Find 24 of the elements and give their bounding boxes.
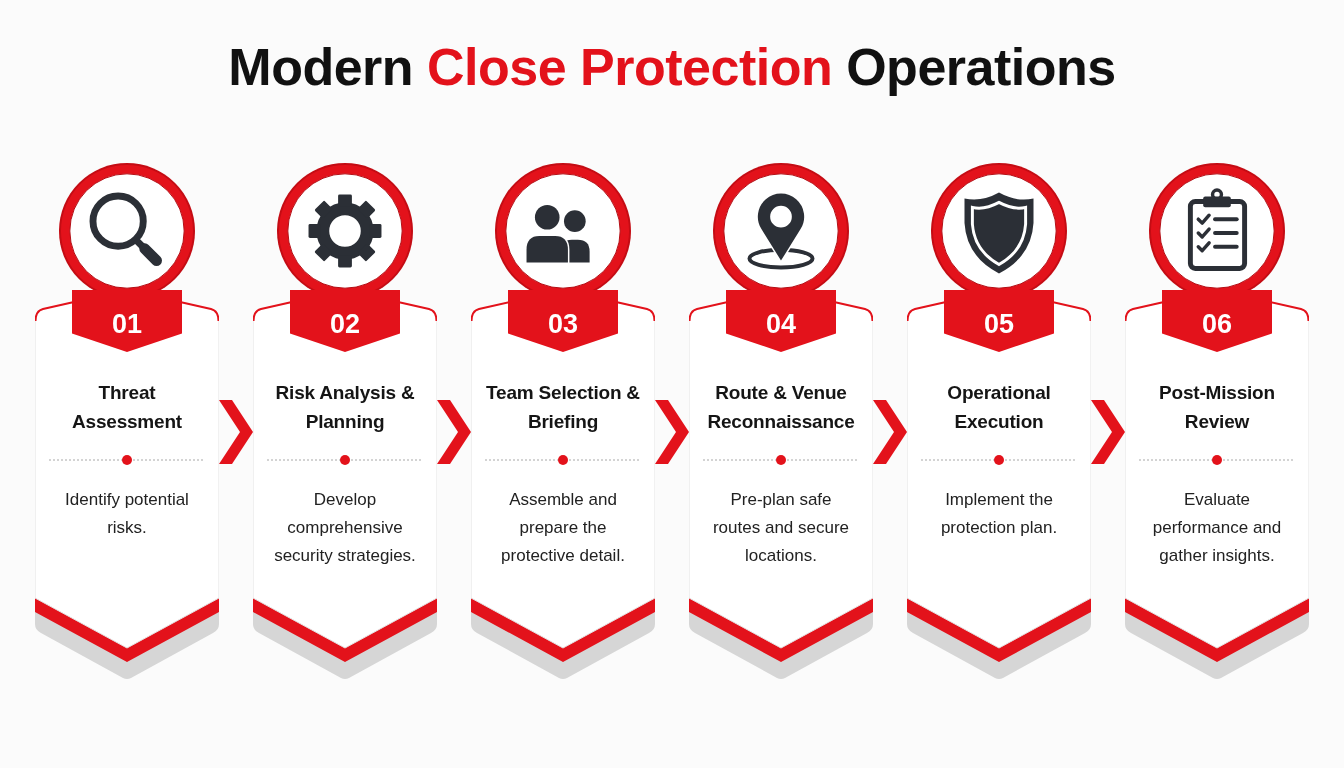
chevron-arrow — [655, 400, 689, 464]
step-title: Post-Mission Review — [1158, 381, 1276, 434]
step-card — [689, 290, 873, 680]
step-description: Develop comprehensive security strategies. — [273, 489, 417, 567]
chevron-arrow — [219, 400, 253, 464]
step-title: Team Selection & Briefing — [485, 381, 641, 434]
step-card — [35, 290, 219, 680]
step-description: Evaluate performance and gather insights. — [1151, 489, 1283, 567]
step-description: Identify potential risks. — [64, 489, 190, 539]
step-card — [907, 290, 1091, 680]
step-card — [1125, 290, 1309, 680]
step-title: Operational Execution — [946, 381, 1052, 434]
title: Modern Close Protection Operations — [228, 37, 1116, 98]
step-description: Implement the protection plan. — [939, 489, 1059, 539]
step-title: Route & Venue Reconnaissance — [706, 381, 856, 434]
step-card — [471, 290, 655, 680]
chevron-arrow — [873, 400, 907, 464]
chevron-arrow — [1091, 400, 1125, 464]
step-description: Assemble and prepare the protective detail. — [500, 489, 626, 567]
step-title: Risk Analysis & Planning — [274, 381, 416, 434]
step-description: Pre-plan safe routes and secure locations. — [711, 489, 851, 567]
step-card — [253, 290, 437, 680]
chevron-arrow — [437, 400, 471, 464]
step-title: Threat Assessment — [71, 381, 183, 434]
